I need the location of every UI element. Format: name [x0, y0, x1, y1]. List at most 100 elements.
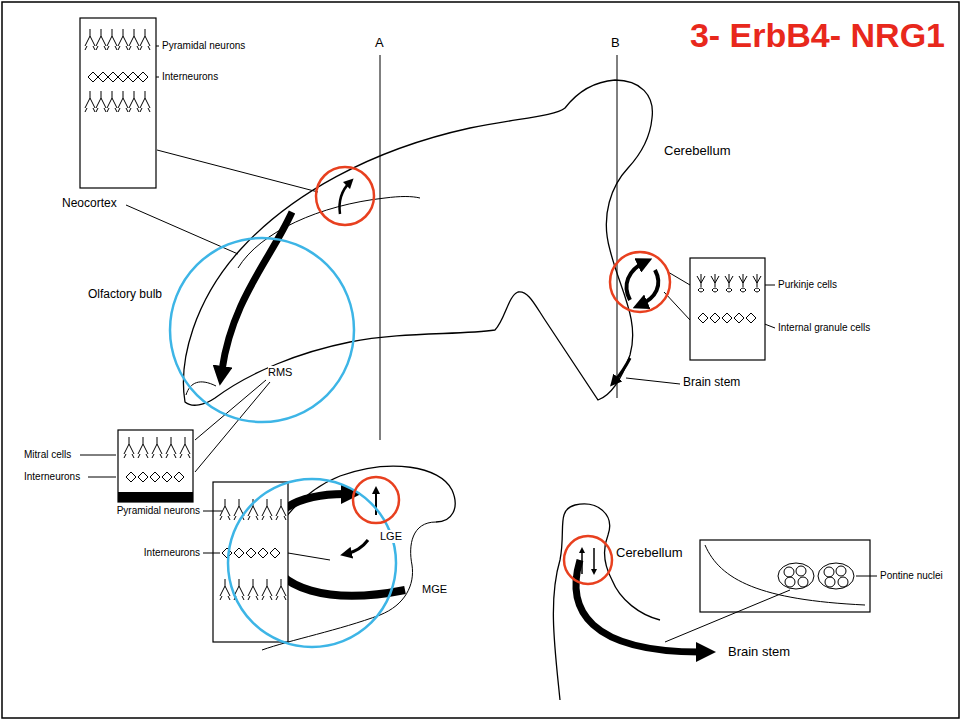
interneuron-icon — [150, 472, 160, 482]
pyramidal-icon — [262, 579, 272, 600]
granule-icon — [710, 313, 720, 323]
leader-line — [626, 378, 680, 384]
granule-icon — [746, 313, 756, 323]
mitral-icon — [138, 437, 148, 458]
interneuron-icon — [118, 72, 128, 82]
pyramidal-icon — [248, 579, 258, 600]
layer-band — [118, 492, 193, 502]
pontine-inset — [700, 540, 870, 612]
cell-label: Mitral cells — [24, 449, 71, 461]
migration-arrow — [581, 550, 583, 574]
purkinje-icon — [697, 274, 705, 292]
section-label: B — [611, 36, 620, 51]
inset-box — [80, 18, 156, 188]
mitral-icon — [166, 437, 176, 458]
section-line — [380, 55, 381, 440]
leader-line — [80, 455, 116, 477]
inset-box — [700, 540, 870, 612]
pyramidal-icon — [118, 91, 128, 112]
highlight-circle — [316, 167, 374, 225]
pyramidal-icon — [262, 499, 272, 520]
pyramidal-icon — [129, 29, 139, 50]
leader-line — [203, 511, 330, 560]
cell-label: Interneurons — [144, 547, 200, 559]
pyramidal-icon — [276, 579, 286, 600]
nucleus-cluster — [818, 563, 854, 589]
region-label: Cerebellum — [616, 546, 682, 561]
interneuron-icon — [174, 472, 184, 482]
highlight-circle — [170, 238, 354, 422]
cell-label: Pyramidal neurons — [162, 40, 245, 52]
leader-line — [195, 380, 270, 472]
brain-outline — [183, 80, 652, 405]
highlight-circle — [610, 252, 670, 312]
pyramidal-icon — [129, 91, 139, 112]
neuron-icon — [838, 577, 848, 587]
granule-icon — [698, 313, 708, 323]
pyramidal-icon — [107, 91, 117, 112]
migration-arrow — [346, 540, 368, 554]
hindbrain-outline — [553, 504, 660, 700]
neuron-icon — [785, 577, 795, 587]
migration-arrow — [593, 548, 595, 572]
leader-line — [157, 150, 318, 192]
mitral-icon — [152, 437, 162, 458]
region-label: Olfactory bulb — [88, 288, 162, 302]
mitral-icon — [124, 437, 134, 458]
cell-label: Internal granule cells — [778, 322, 870, 334]
granule-icon — [734, 313, 744, 323]
region-label: MGE — [422, 583, 447, 596]
neuron-icon — [798, 577, 808, 587]
interneuron-icon — [138, 72, 148, 82]
cerebellum-inset — [690, 258, 765, 360]
region-label: Brain stem — [683, 376, 740, 390]
section-label: A — [375, 36, 384, 51]
region-label: Neocortex — [62, 197, 117, 211]
interneuron-icon — [234, 548, 244, 558]
pyramidal-icon — [220, 499, 230, 520]
purkinje-icon — [739, 274, 747, 292]
cell-label: Interneurons — [162, 71, 218, 83]
pyramidal-icon — [107, 29, 117, 50]
highlight-circle — [228, 479, 396, 647]
mitral-icon — [180, 437, 190, 458]
interneuron-icon — [108, 72, 118, 82]
highlight-circle — [564, 536, 612, 584]
purkinje-icon — [753, 274, 761, 292]
region-label: LGE — [380, 530, 402, 543]
interneuron-icon — [162, 472, 172, 482]
granule-icon — [722, 313, 732, 323]
pyramidal-icon — [118, 29, 128, 50]
cell-label: Pontine nuclei — [880, 570, 943, 582]
neuron-icon — [784, 567, 794, 577]
pyramidal-icon — [140, 29, 150, 50]
region-label: RMS — [268, 366, 292, 379]
nucleus-cluster — [778, 563, 814, 589]
highlight-circle — [353, 477, 399, 523]
interneuron-icon — [98, 72, 108, 82]
interneuron-icon — [258, 548, 268, 558]
inset-box — [118, 430, 193, 502]
region-label: Cerebellum — [664, 144, 730, 159]
leader-line — [665, 576, 877, 642]
region-label: Brain stem — [728, 645, 790, 660]
pyramidal-icon — [85, 91, 95, 112]
pyramidal-icon — [220, 579, 230, 600]
purkinje-icon — [711, 274, 719, 292]
neuron-icon — [824, 567, 834, 577]
migration-arrow — [626, 262, 645, 300]
interneuron-icon — [88, 72, 98, 82]
inset-box — [690, 258, 765, 360]
cortex-inset — [80, 18, 156, 188]
cell-label: Purkinje cells — [778, 279, 837, 291]
neuron-icon — [825, 577, 835, 587]
migration-arrow — [576, 560, 700, 652]
pyramidal-icon — [96, 91, 106, 112]
interneuron-icon — [128, 72, 138, 82]
migration-arrow — [640, 270, 658, 305]
pyramidal-icon — [276, 499, 286, 520]
purkinje-icon — [725, 274, 733, 292]
